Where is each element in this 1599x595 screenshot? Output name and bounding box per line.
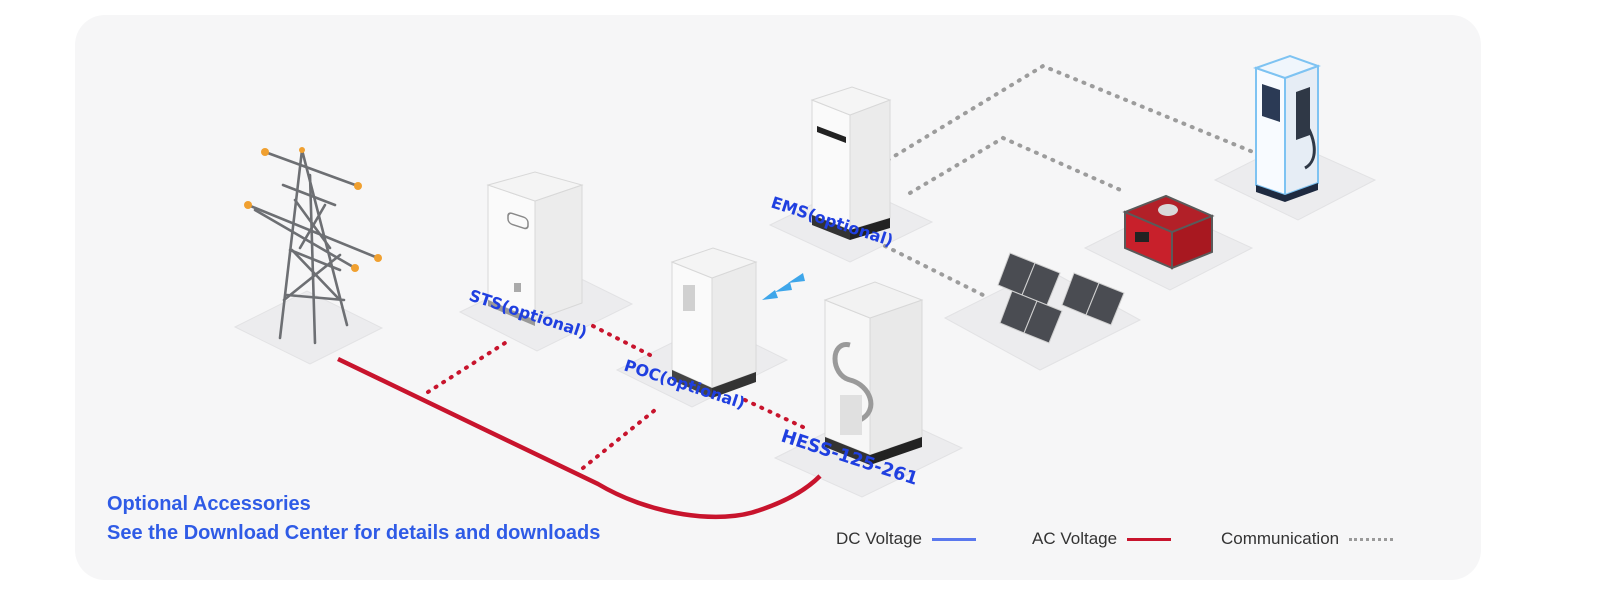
solar-panels-icon bbox=[997, 252, 1125, 344]
legend-comm-label: Communication bbox=[1221, 529, 1340, 548]
ems-cabinet-icon bbox=[810, 86, 892, 240]
legend-communication: Communication bbox=[1221, 527, 1394, 551]
generator-icon bbox=[1122, 194, 1215, 270]
ac-dotted-sts bbox=[426, 341, 507, 394]
tower-platform bbox=[233, 290, 384, 365]
ac-dotted-poc-main bbox=[581, 404, 662, 470]
transmission-tower-icon bbox=[244, 147, 382, 345]
download-center-note: See the Download Center for details and … bbox=[107, 522, 601, 544]
legend-dc-label: DC Voltage bbox=[836, 529, 922, 548]
ac-dotted-poc-hess bbox=[743, 398, 807, 430]
ac-main-line bbox=[337, 356, 822, 520]
wireless-signal-icon bbox=[762, 273, 805, 300]
legend-ac-label: AC Voltage bbox=[1032, 529, 1118, 548]
legend-dc: DC Voltage bbox=[836, 527, 976, 551]
ev-charger-icon bbox=[1252, 54, 1321, 202]
comm-line-charger bbox=[886, 63, 1255, 162]
legend-comm-swatch bbox=[1349, 537, 1394, 541]
legend-dc-swatch bbox=[932, 537, 976, 541]
comm-line-solar bbox=[883, 244, 987, 298]
hess-cabinet-icon bbox=[823, 281, 924, 465]
legend-ac: AC Voltage bbox=[1032, 527, 1172, 551]
sts-cabinet-icon bbox=[486, 171, 584, 326]
poc-cabinet-icon bbox=[670, 247, 758, 398]
legend-ac-swatch bbox=[1127, 537, 1172, 541]
comm-line-generator bbox=[908, 135, 1127, 195]
ac-dotted-sts-poc bbox=[591, 324, 652, 357]
ac-lines bbox=[337, 324, 822, 520]
communication-lines bbox=[883, 63, 1255, 298]
optional-accessories-note: Optional Accessories bbox=[107, 493, 311, 515]
